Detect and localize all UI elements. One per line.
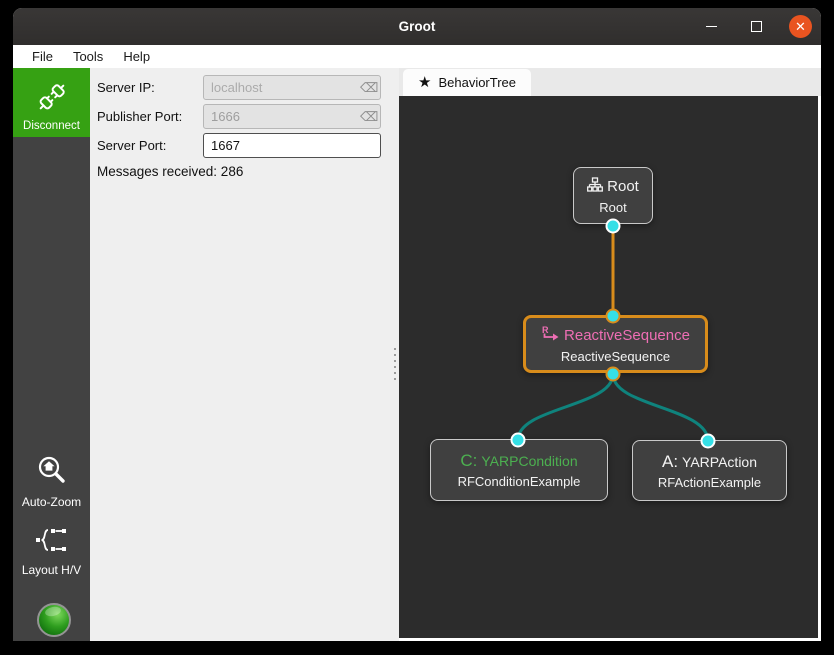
node-root[interactable]: Root Root [573,167,653,224]
server-ip-input [203,75,381,100]
maximize-icon[interactable] [744,15,768,39]
server-port-input[interactable] [203,133,381,158]
clear-field-icon: ⌫ [360,80,379,95]
node-reactive-sequence[interactable]: R ReactiveSequence ReactiveSequence [523,315,708,373]
tab-behaviortree[interactable]: ★ BehaviorTree [403,69,532,96]
plug-icon [34,79,70,118]
server-ip-label: Server IP: [97,80,155,95]
editor-tab-bar: ★ BehaviorTree [399,68,821,96]
menu-help[interactable]: Help [123,48,151,64]
publisher-port-input [203,104,381,129]
layout-hv-label: Layout H/V [21,563,82,577]
port-action-in[interactable] [700,433,716,449]
title-bar[interactable]: Groot ✕ [13,8,821,45]
node-instance-label: RFActionExample [657,474,762,490]
publisher-port-label: Publisher Port: [97,109,183,124]
auto-zoom-label: Auto-Zoom [21,495,82,509]
menu-file[interactable]: File [32,48,53,64]
app-window: Groot ✕ File Tools Help [13,8,821,641]
node-yarp-action[interactable]: A: YARPAction RFActionExample [632,440,787,501]
edge-sequence-to-condition [516,373,615,441]
close-icon[interactable]: ✕ [789,15,812,38]
port-sequence-out[interactable] [605,366,621,382]
svg-text:R: R [542,325,549,335]
disconnect-label: Disconnect [23,120,80,132]
sitemap-icon [587,176,604,197]
menu-tools[interactable]: Tools [72,48,104,64]
port-root-out[interactable] [605,218,621,234]
port-sequence-in[interactable] [605,308,621,324]
layout-hv-button[interactable]: Layout H/V [13,526,90,577]
action-prefix: A: [661,451,679,471]
window-title: Groot [398,19,436,34]
node-instance-label: RFConditionExample [457,474,581,489]
node-yarp-condition[interactable]: C: YARPCondition RFConditionExample [430,439,608,501]
connection-panel: Server IP: ⌫ Publisher Port: ⌫ Server Po… [90,68,390,641]
disconnect-button[interactable]: Disconnect [13,68,90,137]
node-instance-label: ReactiveSequence [560,348,671,364]
behavior-tree-canvas[interactable]: Root Root R ReactiveSe [399,96,821,641]
toolbar-sidebar: Disconnect Auto-Zoom [13,68,90,641]
node-type-label: YARPCondition [481,453,578,469]
port-condition-in[interactable] [510,432,526,448]
tab-label: BehaviorTree [438,75,517,90]
splitter-grip-icon [393,348,396,380]
panel-splitter[interactable] [390,68,399,641]
menu-bar: File Tools Help [13,45,821,68]
tree-layout-icon [13,526,90,554]
node-type-label: YARPAction [682,453,758,470]
node-instance-label: Root [599,199,627,215]
zoom-home-icon [13,454,90,486]
connection-status-led [37,603,71,637]
clear-field-icon: ⌫ [360,109,379,124]
auto-zoom-button[interactable]: Auto-Zoom [13,454,90,509]
condition-prefix: C: [460,451,478,470]
node-type-label: ReactiveSequence [564,326,690,344]
node-type-label: Root [607,178,639,195]
star-icon: ★ [418,74,432,91]
reactive-sequence-icon: R [541,325,560,346]
messages-received-text: Messages received: 286 [97,164,244,179]
minimize-icon[interactable] [699,15,723,39]
edge-sequence-to-action [611,373,710,442]
server-port-label: Server Port: [97,138,167,153]
window-controls: ✕ [699,8,812,45]
